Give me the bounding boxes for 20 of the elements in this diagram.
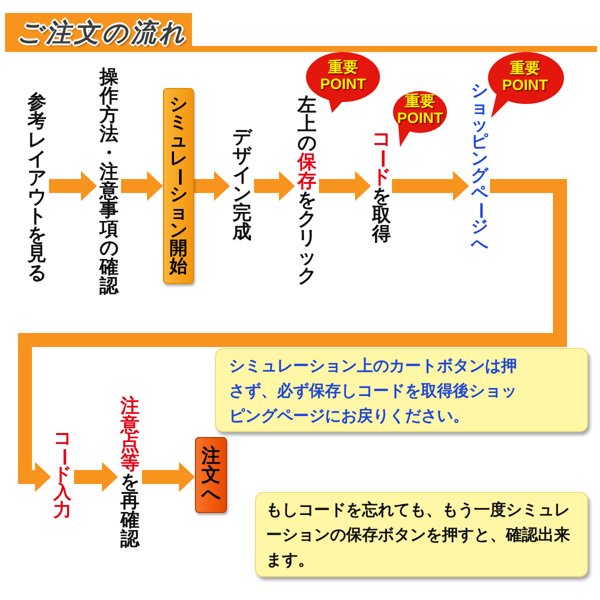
step-label: 注意点等を再確認 bbox=[118, 397, 142, 549]
note-box: シミュレーション上のカートボタンは押さず、必ず保存しコードを取得後ショッピングページにお戻りください。 bbox=[215, 348, 588, 432]
note-box: もしコードを忘れても、もう一度シミュレーションの保存ボタンを押すと、確認出来ます。 bbox=[255, 492, 588, 577]
step-label: 参考レイアウトを見る bbox=[25, 93, 49, 283]
step-label: 操作方法・注意事項の確認 bbox=[97, 68, 121, 296]
arrow bbox=[254, 171, 295, 201]
arrow bbox=[142, 462, 195, 492]
arrow bbox=[49, 171, 97, 201]
process-box: シミュレーション開始 bbox=[163, 88, 194, 284]
arrow bbox=[18, 179, 567, 492]
process-box: 注文へ bbox=[195, 437, 227, 513]
arrow bbox=[392, 171, 469, 201]
step-label: デザイン完成 bbox=[230, 128, 254, 242]
arrow bbox=[194, 171, 230, 201]
arrow bbox=[74, 462, 118, 492]
step-label: コードを取得 bbox=[371, 130, 392, 244]
arrow bbox=[121, 171, 163, 201]
title-banner: ご注文の流れ bbox=[5, 13, 192, 52]
arrow bbox=[319, 171, 371, 201]
step-label: コード入力 bbox=[51, 430, 74, 520]
